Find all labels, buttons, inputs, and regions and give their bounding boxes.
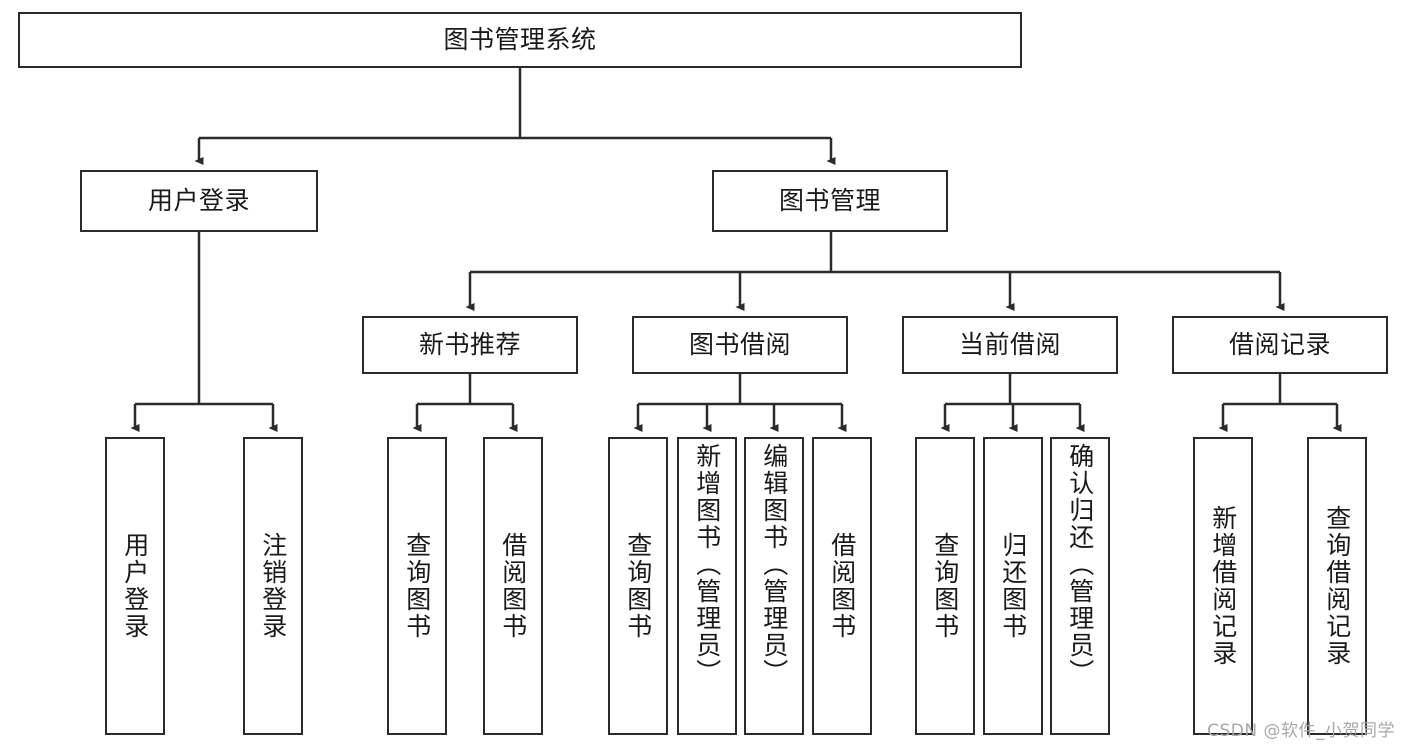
node-label: 当前借阅 bbox=[958, 330, 1061, 359]
node-leaf-edit-book-admin[interactable]: 编辑图书（管理员） bbox=[744, 437, 804, 735]
node-label: 借阅图书 bbox=[498, 532, 528, 640]
node-leaf-add-borrow-record[interactable]: 新增借阅记录 bbox=[1193, 437, 1253, 735]
node-label: 编辑图书（管理员） bbox=[759, 443, 789, 686]
node-leaf-borrow-book[interactable]: 借阅图书 bbox=[812, 437, 872, 735]
node-user-login[interactable]: 用户登录 bbox=[80, 170, 318, 232]
node-current-borrow[interactable]: 当前借阅 bbox=[902, 316, 1118, 374]
node-new-book-recommend[interactable]: 新书推荐 bbox=[362, 316, 578, 374]
node-label: 确认归还（管理员） bbox=[1065, 443, 1095, 686]
node-book-management[interactable]: 图书管理 bbox=[712, 170, 948, 232]
node-leaf-query-book-current[interactable]: 查询图书 bbox=[915, 437, 975, 735]
node-label: 图书管理系统 bbox=[443, 25, 597, 54]
node-label: 图书管理 bbox=[778, 186, 881, 215]
node-label: 查询借阅记录 bbox=[1322, 505, 1352, 667]
node-borrow-record[interactable]: 借阅记录 bbox=[1172, 316, 1388, 374]
node-label: 查询图书 bbox=[402, 532, 432, 640]
node-leaf-confirm-return-admin[interactable]: 确认归还（管理员） bbox=[1050, 437, 1110, 735]
node-label: 用户登录 bbox=[120, 532, 150, 640]
node-leaf-logout[interactable]: 注销登录 bbox=[243, 437, 303, 735]
node-leaf-add-book-admin[interactable]: 新增图书（管理员） bbox=[677, 437, 737, 735]
node-label: 新增借阅记录 bbox=[1208, 505, 1238, 667]
node-label: 借阅记录 bbox=[1228, 330, 1331, 359]
node-label: 用户登录 bbox=[147, 186, 250, 215]
node-book-borrow[interactable]: 图书借阅 bbox=[632, 316, 848, 374]
watermark-text: CSDN @软件_小贺同学 bbox=[1207, 721, 1395, 741]
node-label: 查询图书 bbox=[930, 532, 960, 640]
node-leaf-return-book[interactable]: 归还图书 bbox=[983, 437, 1043, 735]
node-label: 借阅图书 bbox=[827, 532, 857, 640]
node-leaf-query-book-borrow[interactable]: 查询图书 bbox=[608, 437, 668, 735]
node-root-book-management-system[interactable]: 图书管理系统 bbox=[18, 12, 1022, 68]
node-leaf-query-borrow-record[interactable]: 查询借阅记录 bbox=[1307, 437, 1367, 735]
node-leaf-query-book-recommend[interactable]: 查询图书 bbox=[387, 437, 447, 735]
node-label: 图书借阅 bbox=[688, 330, 791, 359]
node-label: 新书推荐 bbox=[418, 330, 521, 359]
node-label: 注销登录 bbox=[258, 532, 288, 640]
node-label: 新增图书（管理员） bbox=[692, 443, 722, 686]
node-label: 查询图书 bbox=[623, 532, 653, 640]
node-label: 归还图书 bbox=[998, 532, 1028, 640]
node-leaf-borrow-book-recommend[interactable]: 借阅图书 bbox=[483, 437, 543, 735]
node-leaf-user-login[interactable]: 用户登录 bbox=[105, 437, 165, 735]
